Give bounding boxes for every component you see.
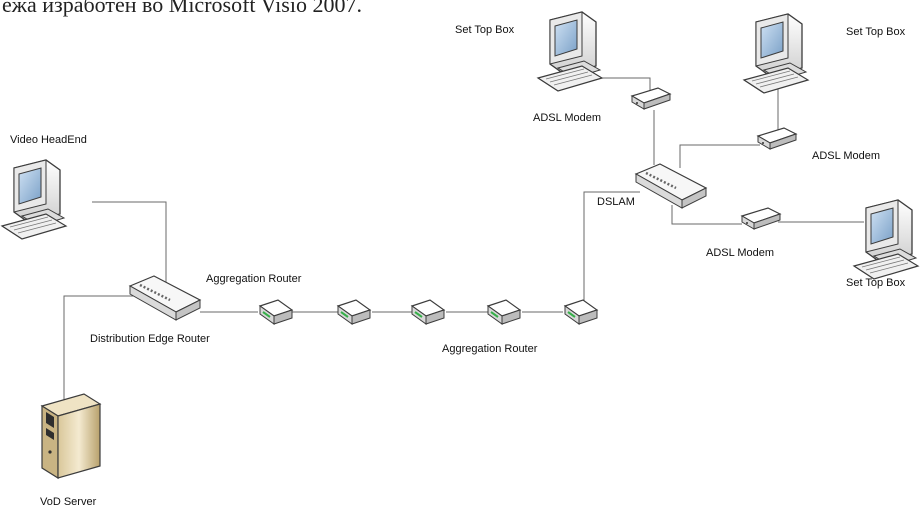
link-headend-edge — [92, 201, 167, 283]
aggregation-router-label-2: Aggregation Router — [442, 343, 538, 355]
dslam-label: DSLAM — [597, 196, 635, 208]
computer-icon — [853, 199, 919, 280]
switch-icon — [634, 162, 708, 210]
switch-icon — [128, 274, 202, 322]
aggregation-router-label-1: Aggregation Router — [206, 273, 302, 285]
link-dslam-modem2 — [679, 144, 760, 168]
router-icon — [411, 299, 445, 325]
distribution-edge-router-label: Distribution Edge Router — [90, 333, 210, 345]
link-router5-dslam — [583, 191, 640, 305]
adsl-modem-label-2: ADSL Modem — [812, 150, 881, 162]
adsl-modem-label-3: ADSL Modem — [706, 247, 775, 259]
modem-icon — [741, 207, 781, 230]
server-icon — [40, 393, 102, 480]
modem-icon — [631, 87, 671, 110]
modem-icon — [757, 127, 797, 150]
router-icon — [564, 299, 598, 325]
link-dslam-modem3 — [671, 205, 742, 225]
link-pc1-modem1 — [600, 77, 651, 90]
router-icon — [337, 299, 371, 325]
set-top-box-label-3: Set Top Box — [846, 277, 906, 289]
router-icon — [259, 299, 293, 325]
page-caption: ежа изработен во Microsoft Visio 2007. — [2, 0, 362, 17]
computer-icon — [537, 11, 603, 92]
computer-icon — [743, 13, 809, 94]
link-edge-vod — [63, 295, 138, 420]
adsl-modem-label-1: ADSL Modem — [533, 112, 602, 124]
video-headend-label: Video HeadEnd — [10, 134, 87, 146]
connections — [63, 77, 864, 420]
computer-icon — [1, 159, 67, 240]
router-icon — [487, 299, 521, 325]
set-top-box-label-1: Set Top Box — [455, 24, 515, 36]
vod-server-label: VoD Server — [40, 496, 97, 508]
set-top-box-label-2: Set Top Box — [846, 26, 906, 38]
